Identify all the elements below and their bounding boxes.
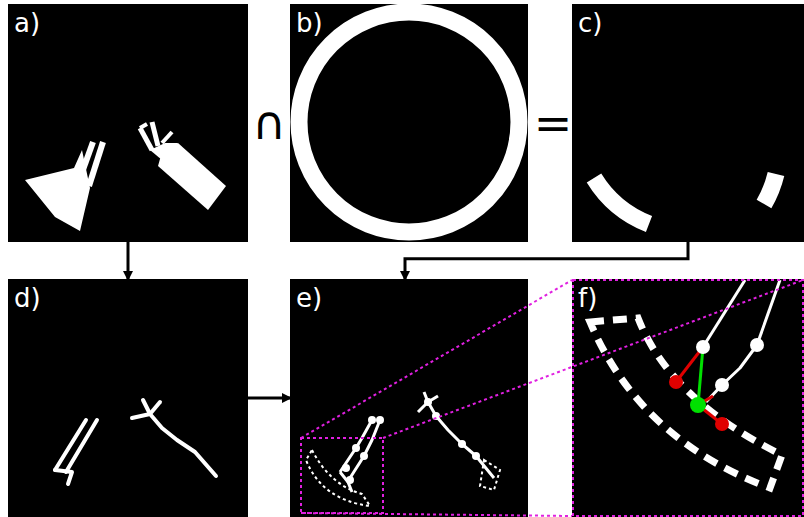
panel-label: f) — [578, 283, 597, 313]
graph-vertices — [342, 398, 480, 484]
intersection-arcs — [594, 174, 776, 224]
skeleton — [55, 400, 216, 484]
panel: e) — [290, 279, 528, 517]
operator-symbol: = — [534, 100, 573, 146]
flow-arrow — [248, 397, 290, 400]
zoom-box — [301, 438, 383, 513]
panel-ground — [572, 4, 804, 242]
panel-ground — [8, 4, 248, 242]
panel-ground — [572, 279, 804, 517]
panel-label: c) — [578, 8, 602, 38]
panel-label: b) — [296, 8, 323, 38]
ring-mask — [299, 12, 519, 232]
panel: b) — [290, 4, 528, 242]
skeleton-graph — [340, 392, 494, 492]
panel: f) — [572, 279, 804, 517]
roi-outline-zoom — [590, 318, 782, 488]
panel: a) — [8, 4, 248, 242]
flow-arrow — [127, 242, 130, 279]
panel-ground — [290, 4, 528, 242]
panel-ground — [8, 279, 248, 517]
panel-ground — [290, 279, 528, 517]
panel-label: a) — [14, 8, 40, 38]
panel: d) — [8, 279, 248, 517]
panel-label: d) — [14, 283, 41, 313]
zoom-leaders — [301, 280, 803, 516]
panel: c) — [572, 4, 804, 242]
roi-outline — [306, 450, 500, 506]
panel-label: e) — [296, 283, 322, 313]
skeleton-zoom — [703, 280, 780, 402]
operator-symbol: ∩ — [252, 100, 286, 146]
vertex-markers — [669, 338, 764, 431]
flow-arrow — [405, 242, 688, 279]
tool-silhouettes — [25, 122, 226, 231]
